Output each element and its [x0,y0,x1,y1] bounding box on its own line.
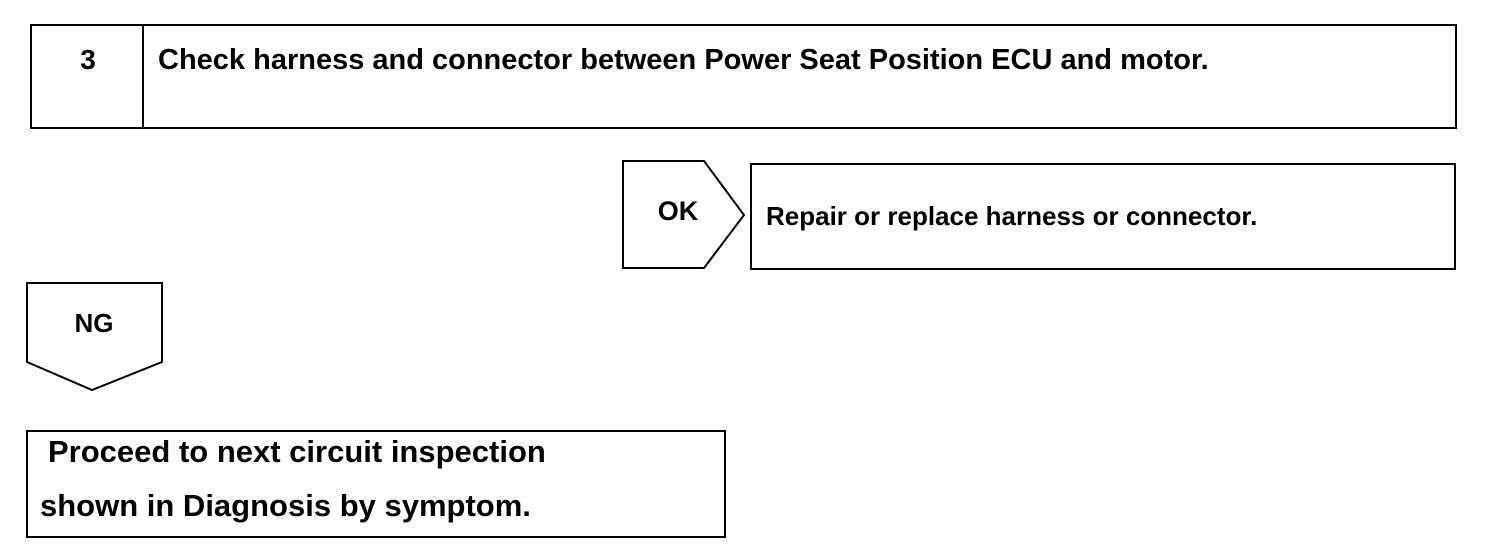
ng-label: NG [74,308,114,338]
step-number-cell: 3 [32,26,144,127]
final-action-line-2: shown in Diagnosis by symptom. [40,488,531,523]
ok-arrow-shape [622,160,746,269]
step-number: 3 [80,44,96,75]
ok-result-text: Repair or replace harness or connector. [766,201,1258,231]
final-action-box: Proceed to next circuit inspection shown… [26,430,726,538]
step-title: Check harness and connector between Powe… [158,44,1209,76]
ok-result-box: Repair or replace harness or connector. [750,163,1456,270]
final-action-line-1: Proceed to next circuit inspection [48,434,546,469]
step-header-box: 3 Check harness and connector between Po… [30,24,1457,129]
ng-arrow-shape [26,282,163,392]
ok-label: OK [657,196,699,226]
